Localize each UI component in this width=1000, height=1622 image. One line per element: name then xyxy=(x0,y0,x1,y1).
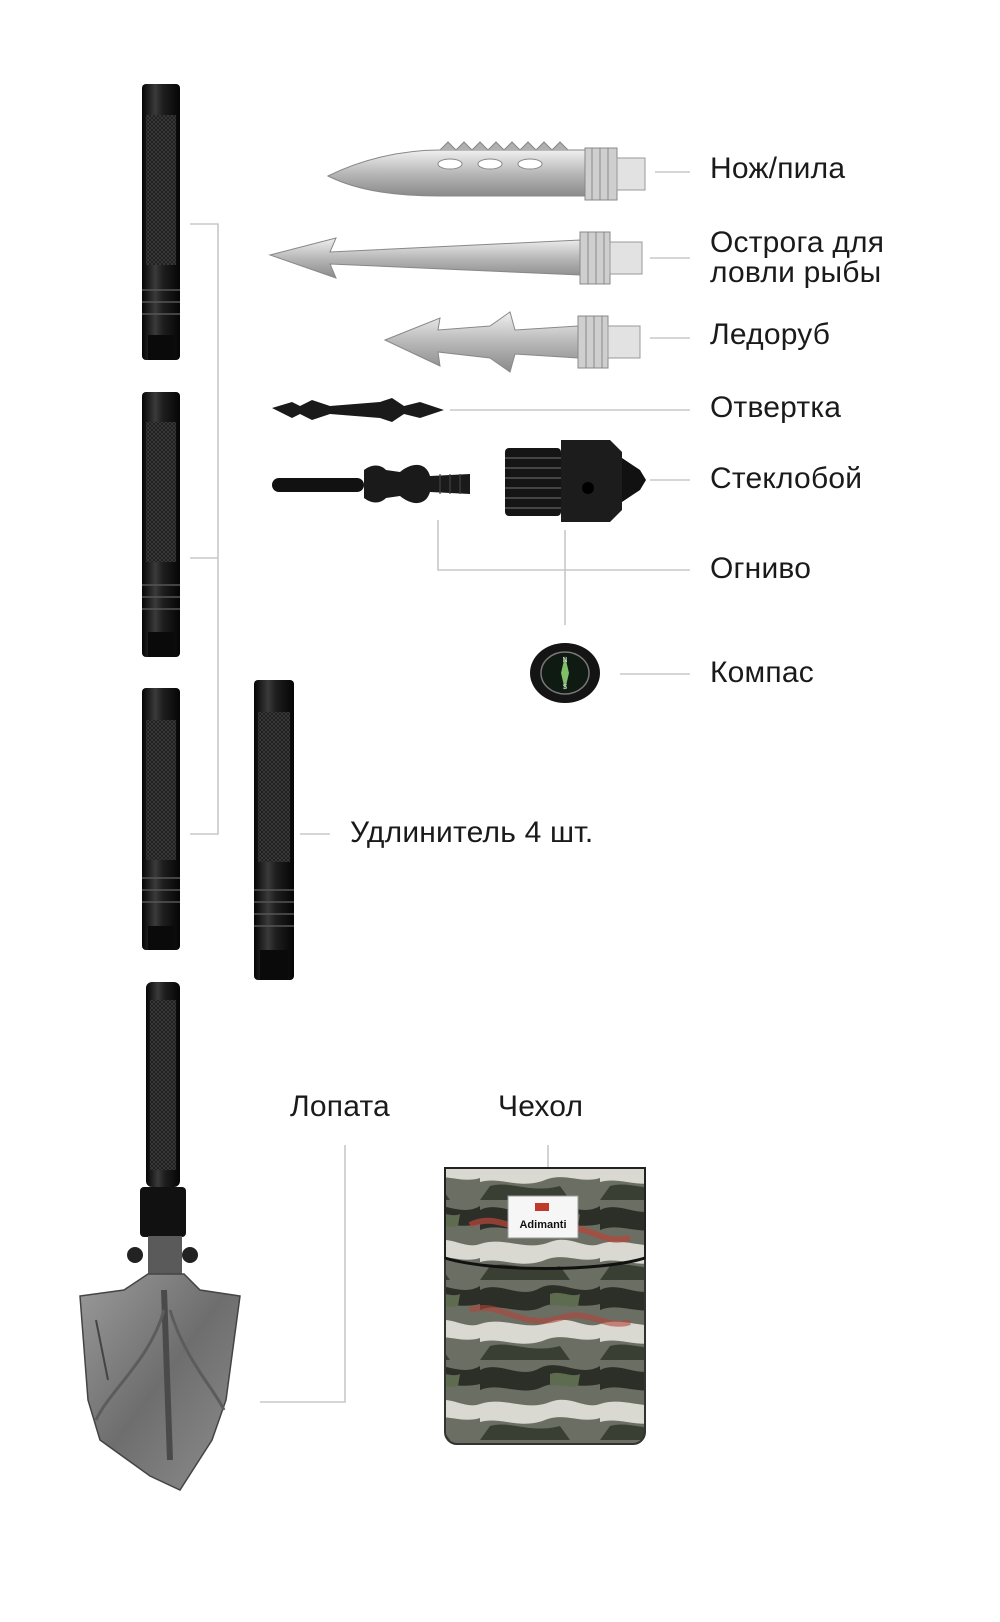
label-knife-saw: Нож/пила xyxy=(710,152,846,185)
knife-saw xyxy=(326,141,646,201)
label-fire-starter: Огниво xyxy=(710,552,812,585)
extension-tube-3 xyxy=(142,688,180,950)
fire-starter xyxy=(272,464,470,504)
label-ice-axe: Ледоруб xyxy=(710,318,831,351)
label-case: Чехол xyxy=(498,1090,584,1123)
label-glass-breaker: Стеклобой xyxy=(710,462,863,495)
label-extension: Удлинитель 4 шт. xyxy=(350,816,594,849)
carry-case xyxy=(444,1167,646,1445)
label-screwdriver: Отвертка xyxy=(710,391,842,424)
case-brand-label: Adimanti xyxy=(519,1219,566,1231)
extension-tube-2 xyxy=(142,392,180,657)
leader-lines xyxy=(190,171,690,1403)
screwdriver xyxy=(272,398,444,422)
extension-tube-4 xyxy=(254,680,294,980)
compass: N S xyxy=(530,643,600,703)
fishing-spear xyxy=(268,231,643,285)
shovel xyxy=(79,982,241,1491)
label-compass: Компас xyxy=(710,656,814,689)
label-fishing-spear: Острога для ловли рыбы xyxy=(710,226,885,289)
label-shovel: Лопата xyxy=(290,1090,390,1123)
ice-axe xyxy=(383,311,641,373)
svg-text:N: N xyxy=(562,657,567,664)
svg-text:S: S xyxy=(563,684,568,691)
glass-breaker xyxy=(505,440,646,522)
extension-tube-1 xyxy=(142,84,180,360)
